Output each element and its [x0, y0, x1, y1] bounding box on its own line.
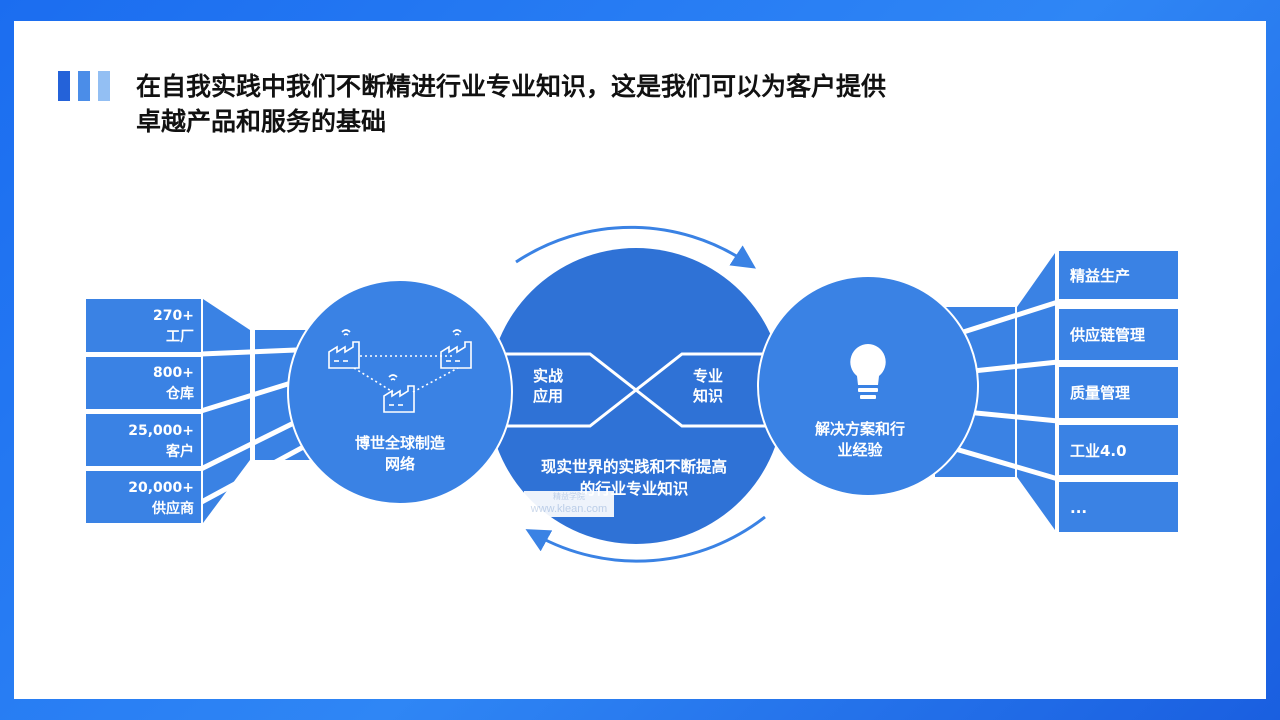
right-item-supply-chain: 供应链管理: [1059, 309, 1178, 360]
watermark: 精益学院 www.klean.com: [524, 491, 614, 517]
stat-box-warehouses: 800+ 仓库: [86, 357, 201, 409]
stat-box-factories: 270+ 工厂: [86, 299, 201, 352]
stat-label: 客户: [165, 443, 194, 460]
title-line-2: 卓越产品和服务的基础: [136, 107, 387, 136]
stat-number: 25,000+: [128, 423, 194, 439]
right-item-label: 精益生产: [1070, 267, 1130, 285]
lightbulb-icon: [850, 344, 886, 399]
left-circle-label: 博世全球制造: [355, 434, 445, 452]
stat-number: 800+: [153, 365, 194, 381]
watermark-line-1: 精益学院: [553, 492, 585, 501]
stat-label: 仓库: [165, 385, 194, 402]
center-right-label-2: 知识: [693, 387, 723, 405]
right-circle-label: 解决方案和行: [815, 420, 905, 438]
center-left-label: 实战: [533, 367, 563, 385]
cycle-arrow-top: [515, 225, 757, 269]
center-bottom-text: 现实世界的实践和不断提高: [541, 457, 727, 476]
right-item-label: 质量管理: [1070, 384, 1130, 402]
center-left-label-2: 应用: [533, 387, 563, 405]
right-item-label: ...: [1070, 499, 1087, 517]
stat-label: 工厂: [166, 329, 194, 345]
right-item-label: 工业4.0: [1070, 442, 1127, 460]
right-circle-label-2: 业经验: [837, 441, 883, 459]
watermark-line-2: www.klean.com: [530, 503, 608, 515]
stat-box-suppliers: 20,000+ 供应商: [86, 471, 201, 523]
right-item-industry-4: 工业4.0: [1059, 425, 1178, 475]
right-circle: 解决方案和行 业经验: [757, 275, 979, 497]
stat-number: 270+: [153, 308, 194, 324]
page-title: 在自我实践中我们不断精进行业专业知识，这是我们可以为客户提供 卓越产品和服务的基…: [136, 69, 996, 139]
left-circle: 博世全球制造 网络: [287, 279, 513, 505]
factory-network-icon: [328, 329, 472, 413]
stat-label: 供应商: [151, 500, 194, 517]
right-item-label: 供应链管理: [1069, 326, 1145, 344]
right-item-quality: 质量管理: [1059, 367, 1178, 418]
center-right-label: 专业: [693, 367, 723, 385]
stat-box-customers: 25,000+ 客户: [86, 414, 201, 466]
title-accent-bars: [58, 71, 114, 101]
left-circle-label-2: 网络: [385, 455, 415, 473]
right-item-more: ...: [1059, 482, 1178, 532]
right-item-lean-production: 精益生产: [1059, 251, 1178, 299]
cycle-arrow-bottom: [525, 515, 766, 563]
title-line-1: 在自我实践中我们不断精进行业专业知识，这是我们可以为客户提供: [136, 72, 887, 101]
stat-number: 20,000+: [128, 480, 194, 496]
center-circle: 实战 应用 专业 知识 现实世界的实践和不断提高 的行业专业知识: [488, 248, 784, 544]
